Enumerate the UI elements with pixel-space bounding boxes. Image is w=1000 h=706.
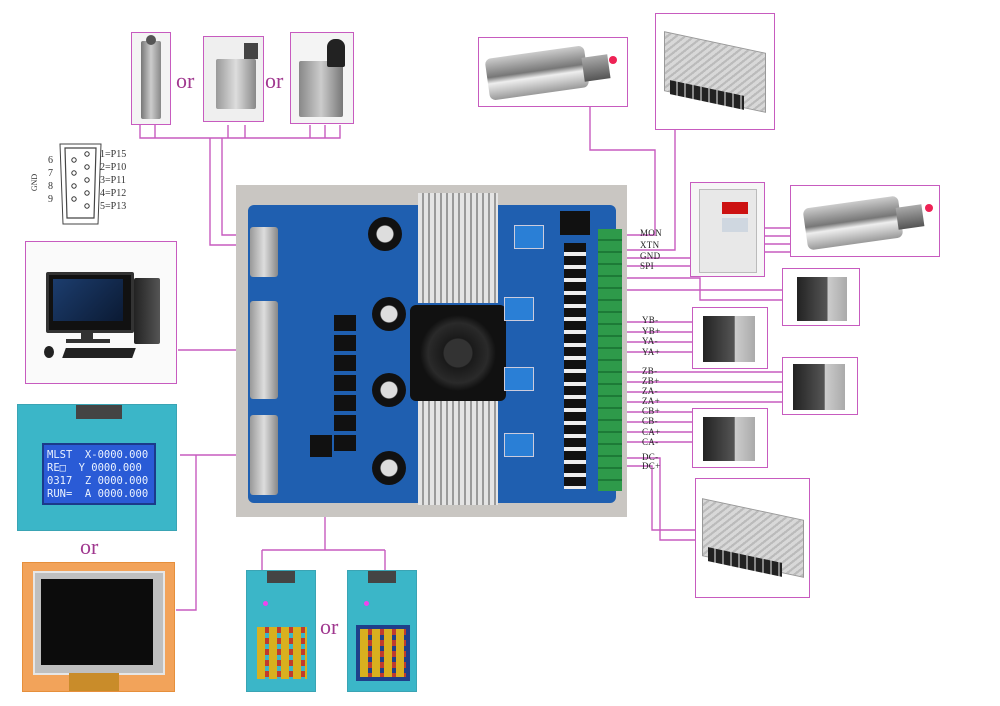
chip (334, 315, 356, 455)
db9-pin-1: 1=P15 (100, 149, 127, 160)
terminal-block (598, 229, 622, 491)
pendant-keypad (356, 625, 410, 681)
terminal-label-cb-minus: CB- (642, 416, 658, 426)
dip-switch (504, 367, 534, 391)
terminal-label-spi: SPI (640, 261, 654, 271)
db9-pin-7: 7 (48, 168, 53, 179)
stepper-motor-3 (782, 357, 858, 415)
handheld-pendant-2 (347, 570, 417, 692)
or-label-display: or (80, 534, 99, 559)
pc-tower-icon (134, 278, 160, 344)
dip-switch (504, 297, 534, 321)
terminal-label-ya-minus: YA- (642, 336, 658, 346)
db9-pin-4: 4=P12 (100, 188, 127, 199)
controller-board-photo (236, 185, 627, 517)
pendant-keypad (257, 627, 307, 679)
lcd-screen: MLST X-0000.000 RE□ Y 0000.000 0317 Z 00… (42, 443, 156, 505)
cooling-fan-icon (410, 305, 506, 401)
db9-pin-6: 6 (48, 155, 53, 166)
spindle-motor-right (790, 185, 940, 257)
or-label-switch-1: or (176, 68, 195, 93)
terminal-label-za-minus: ZA- (642, 386, 658, 396)
optocoupler-array (564, 243, 586, 489)
terminal-label-gnd: GND (640, 251, 661, 261)
power-supply-top (655, 13, 775, 130)
limit-switch-1 (131, 32, 171, 125)
db9-gnd-label: GND (30, 173, 40, 192)
db9-pin-3: 3=P11 (100, 175, 126, 186)
stepper-motor-2 (692, 307, 768, 369)
terminal-label-mon: MON (640, 228, 662, 238)
monitor-icon (46, 272, 134, 333)
vfd-inverter (690, 182, 765, 277)
capacitor (372, 373, 406, 407)
terminal-label-za-plus: ZA+ (642, 396, 660, 406)
terminal-label-ca-plus: CA+ (642, 427, 661, 437)
chip (310, 435, 332, 457)
mouse-icon (44, 346, 54, 358)
limit-switch-2 (203, 36, 264, 122)
relay (560, 211, 590, 235)
vfd-display (722, 202, 748, 214)
lcd-line-2: RE□ Y 0000.000 (47, 462, 142, 474)
or-label-switch-2: or (265, 68, 284, 93)
terminal-label-ca-minus: CA- (642, 437, 659, 447)
stepper-motor-4 (692, 408, 768, 468)
lcd-line-4: RUN= A 0000.000 (47, 488, 149, 500)
lcd-module: MLST X-0000.000 RE□ Y 0000.000 0317 Z 00… (17, 404, 177, 531)
terminal-label-ya-plus: YA+ (642, 347, 660, 357)
db9-pin-9: 9 (48, 194, 53, 205)
tft-screen-module (22, 562, 175, 692)
capacitor (368, 217, 402, 251)
power-supply-bottom (695, 478, 810, 598)
dip-switch (514, 225, 544, 249)
heatsink-top (418, 193, 498, 303)
spindle-motor-top (478, 37, 628, 107)
dip-switch (504, 433, 534, 457)
terminal-label-yb-plus: YB+ (642, 326, 661, 336)
terminal-label-zb-minus: ZB- (642, 366, 658, 376)
or-label-pendant: or (320, 614, 339, 639)
lcd-line-1: MLST X-0000.000 (47, 449, 149, 461)
controller-board (248, 193, 622, 505)
stepper-motor-1 (782, 268, 860, 326)
db9-pin-5: 5=P13 (100, 201, 127, 212)
lcd-line-3: 0317 Z 0000.000 (47, 475, 149, 487)
heatsink-bottom (418, 397, 498, 505)
keyboard-icon (62, 348, 136, 358)
terminal-label-dc-plus: DC+ (642, 461, 661, 471)
terminal-label-cb-plus: CB+ (642, 406, 660, 416)
db9-pin-2: 2=P10 (100, 162, 127, 173)
handheld-pendant-1 (246, 570, 316, 692)
db9-pinout: 6 7 8 9 GND 1=P15 2=P10 3=P11 4=P12 5=P1… (30, 140, 170, 235)
terminal-label-yb-minus: YB- (642, 315, 659, 325)
db25-port (250, 301, 278, 399)
terminal-label-dc-minus: DC- (642, 452, 659, 462)
db9-connector-outline (59, 143, 102, 225)
capacitor (372, 297, 406, 331)
db9-port (250, 227, 278, 277)
terminal-label-xtn: XTN (640, 240, 660, 250)
capacitor (372, 451, 406, 485)
terminal-label-zb-plus: ZB+ (642, 376, 660, 386)
computer-image (25, 241, 177, 384)
limit-switch-3 (290, 32, 354, 124)
db9-pin-8: 8 (48, 181, 53, 192)
db15-port (250, 415, 278, 495)
